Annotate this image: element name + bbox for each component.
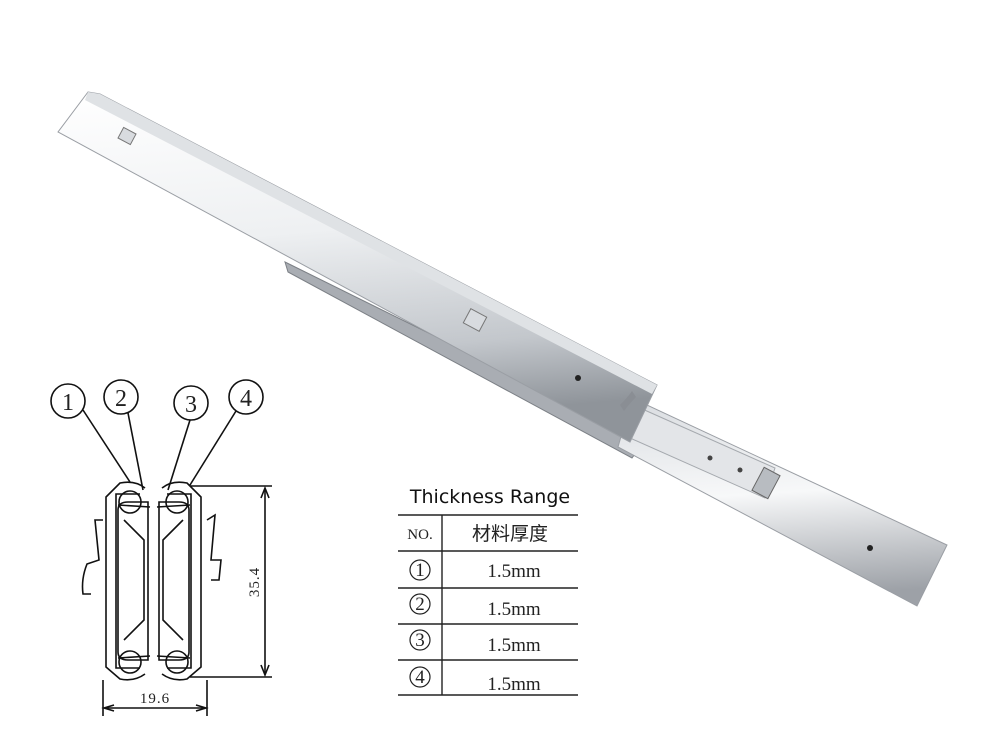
cross-section-diagram xyxy=(50,379,272,716)
tab-clip-2 xyxy=(462,308,488,332)
callout-label-3: 3 xyxy=(185,392,197,418)
row-thickness: 1.5mm xyxy=(487,635,541,656)
callout-label-2: 2 xyxy=(115,386,127,412)
thickness-table: Thickness Range NO. 材料厚度 1 1.5mm 2 1.5mm… xyxy=(398,486,578,696)
row-thickness: 1.5mm xyxy=(487,561,541,582)
mount-hole xyxy=(737,467,743,473)
header-thickness: 材料厚度 xyxy=(472,523,548,545)
row-no: 3 xyxy=(415,630,425,651)
outer-rail-top-edge xyxy=(85,92,657,394)
callout-label-1: 1 xyxy=(62,390,74,416)
drawer-slide xyxy=(57,91,948,607)
row-no: 1 xyxy=(415,560,425,581)
stopper xyxy=(751,466,781,500)
header-no: NO. xyxy=(407,527,432,543)
width-dimension: 19.6 xyxy=(140,691,170,707)
cross-section-labels: 1 2 3 4 35.4 19.6 xyxy=(62,386,263,707)
tab-clip-1 xyxy=(117,126,137,146)
callout-1 xyxy=(50,383,131,483)
height-dimension: 35.4 xyxy=(247,567,263,597)
table-row: 3 1.5mm xyxy=(409,629,541,656)
table-title: Thickness Range xyxy=(409,486,570,508)
outer-rail xyxy=(57,91,658,443)
row-no: 4 xyxy=(415,667,425,688)
callout-label-4: 4 xyxy=(240,386,252,412)
callout-3 xyxy=(167,385,209,491)
row-thickness: 1.5mm xyxy=(487,674,541,695)
table-row: 2 1.5mm xyxy=(409,593,541,620)
callout-2 xyxy=(103,379,144,491)
mount-hole xyxy=(867,545,873,551)
table-row: 1 1.5mm xyxy=(409,559,541,582)
mount-hole xyxy=(707,455,713,461)
row-no: 2 xyxy=(415,594,425,615)
table-row: 4 1.5mm xyxy=(409,666,541,695)
callout-4 xyxy=(189,379,264,486)
mount-hole xyxy=(575,375,581,381)
lever xyxy=(620,391,636,411)
row-thickness: 1.5mm xyxy=(487,599,541,620)
